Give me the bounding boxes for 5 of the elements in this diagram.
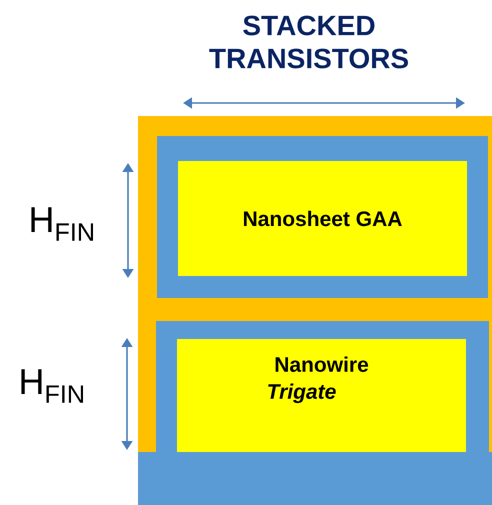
title: STACKED TRANSISTORS — [209, 16, 408, 68]
process-box: Nanowire Trigate — [177, 339, 466, 452]
dimension-label: H$_{FIN}$ — [21, 369, 83, 403]
dimension-label: H$_{FIN}$ — [31, 207, 93, 241]
process-box: Nanosheet GAA — [178, 161, 467, 276]
